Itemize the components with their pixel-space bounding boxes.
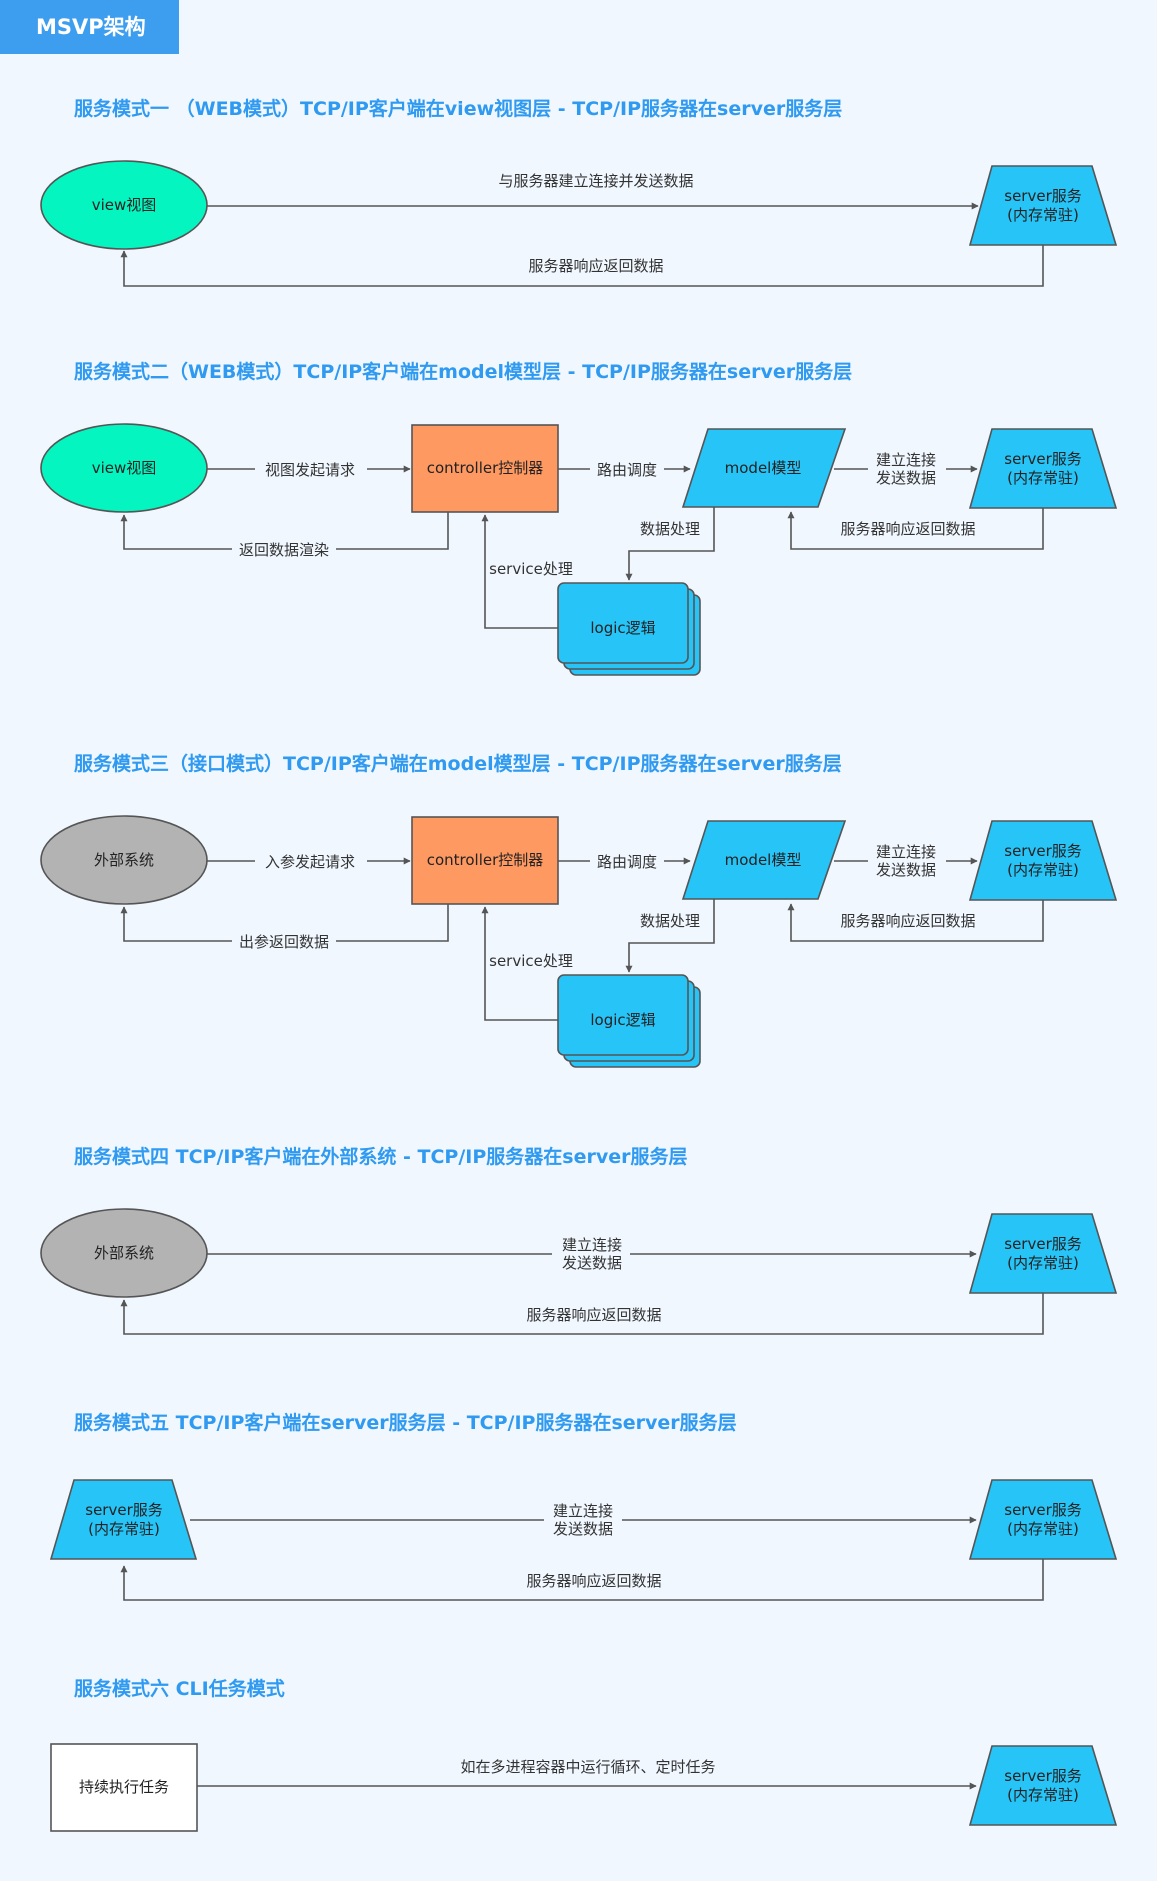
- server-node: [968, 428, 1118, 509]
- edge-label-server-response: 服务器响应返回数据: [840, 912, 975, 930]
- logic-node-label: logic逻辑: [590, 1011, 655, 1029]
- edge-label-connect-line2: 发送数据: [562, 1254, 622, 1272]
- server-node-label-line2: (内存常驻): [1007, 206, 1079, 224]
- edge-logic-to-controller: [481, 514, 558, 629]
- server-node-label-line2: (内存常驻): [1007, 861, 1079, 879]
- model-node: [681, 820, 847, 900]
- edge-label-request: 入参发起请求: [265, 853, 355, 871]
- client-server-node-label-line2: (内存常驻): [88, 1520, 160, 1538]
- edge-label-connect-line2: 发送数据: [553, 1520, 613, 1538]
- server-node-label-line1: server服务: [1004, 1501, 1081, 1519]
- edge-server-to-external: [120, 1293, 1044, 1335]
- edge-server-to-model: [787, 508, 1044, 550]
- logic-node: [557, 974, 701, 1068]
- edge-label-render: 返回数据渲染: [239, 541, 329, 559]
- edge-label-request: 与服务器建立连接并发送数据: [498, 172, 693, 190]
- external-system-node-label: 外部系统: [94, 1244, 154, 1262]
- edge-model-to-logic: [625, 507, 715, 581]
- task-node-label: 持续执行任务: [79, 1778, 169, 1796]
- server-node-label-line1: server服务: [1004, 187, 1081, 205]
- edge-label-connect-line1: 建立连接: [553, 1502, 613, 1520]
- edge-label-server-response: 服务器响应返回数据: [840, 520, 975, 538]
- server-node: [968, 820, 1118, 901]
- server-node-label-line2: (内存常驻): [1007, 469, 1079, 487]
- server-node: [968, 1745, 1118, 1826]
- external-system-node: [40, 1208, 208, 1298]
- external-system-node: [40, 815, 208, 905]
- server-node-label-line2: (内存常驻): [1007, 1254, 1079, 1272]
- edge-label-request: 视图发起请求: [265, 461, 355, 479]
- page-title-badge: MSVP架构: [0, 0, 179, 54]
- edge-label-service: service处理: [489, 952, 573, 970]
- edge-label-connect-line2: 发送数据: [876, 469, 936, 487]
- edge-label-process: 数据处理: [640, 912, 700, 930]
- view-node: [40, 423, 208, 513]
- edge-label-output: 出参返回数据: [239, 933, 329, 951]
- section-4-heading: 服务模式四 TCP/IP客户端在外部系统 - TCP/IP服务器在server服…: [74, 1145, 687, 1168]
- client-server-node: [49, 1479, 198, 1560]
- edge-server-to-view: [120, 245, 1044, 287]
- external-system-node-label: 外部系统: [94, 851, 154, 869]
- edge-label-route: 路由调度: [597, 461, 657, 479]
- view-node-label: view视图: [92, 196, 157, 214]
- client-server-node-label-line1: server服务: [85, 1501, 162, 1519]
- model-node: [681, 428, 847, 508]
- section-5-heading: 服务模式五 TCP/IP客户端在server服务层 - TCP/IP服务器在se…: [74, 1411, 737, 1434]
- server-node-label-line2: (内存常驻): [1007, 1786, 1079, 1804]
- section-6-heading: 服务模式六 CLI任务模式: [74, 1677, 285, 1700]
- view-node: [40, 160, 208, 250]
- controller-node-label: controller控制器: [427, 851, 544, 869]
- edge-label-response: 服务器响应返回数据: [528, 257, 663, 275]
- edge-logic-to-controller: [481, 906, 558, 1021]
- view-node-label: view视图: [92, 459, 157, 477]
- edge-label-service: service处理: [489, 560, 573, 578]
- task-node: [50, 1743, 198, 1832]
- server-node: [968, 165, 1118, 246]
- edge-label-response: 服务器响应返回数据: [526, 1306, 661, 1324]
- logic-node-label: logic逻辑: [590, 619, 655, 637]
- controller-node: [411, 816, 559, 905]
- edge-label-connect-line1: 建立连接: [562, 1236, 622, 1254]
- controller-node-label: controller控制器: [427, 459, 544, 477]
- edge-label-connect-line1: 建立连接: [876, 843, 936, 861]
- server-node-label-line1: server服务: [1004, 1767, 1081, 1785]
- edge-label-route: 路由调度: [597, 853, 657, 871]
- model-node-label: model模型: [725, 459, 802, 477]
- section-2-heading: 服务模式二（WEB模式）TCP/IP客户端在model模型层 - TCP/IP服…: [74, 360, 852, 383]
- edge-label-response: 服务器响应返回数据: [526, 1572, 661, 1590]
- edge-server-to-model: [787, 900, 1044, 942]
- server-node-label-line1: server服务: [1004, 450, 1081, 468]
- model-node-label: model模型: [725, 851, 802, 869]
- edge-model-to-logic: [625, 899, 715, 973]
- server-node-label-line1: server服务: [1004, 1235, 1081, 1253]
- edge-label-connect-line1: 建立连接: [876, 451, 936, 469]
- logic-node: [557, 582, 701, 676]
- server-node: [968, 1213, 1118, 1294]
- section-3-heading: 服务模式三（接口模式）TCP/IP客户端在model模型层 - TCP/IP服务…: [74, 752, 842, 775]
- section-1-heading: 服务模式一 （WEB模式）TCP/IP客户端在view视图层 - TCP/IP服…: [74, 97, 842, 120]
- server-node-label-line2: (内存常驻): [1007, 1520, 1079, 1538]
- edge-label-connect-line2: 发送数据: [876, 861, 936, 879]
- server-node-label-line1: server服务: [1004, 842, 1081, 860]
- edge-server-to-client: [120, 1559, 1044, 1601]
- edge-label-loop: 如在多进程容器中运行循环、定时任务: [460, 1758, 715, 1776]
- server-node: [968, 1479, 1118, 1560]
- edge-label-process: 数据处理: [640, 520, 700, 538]
